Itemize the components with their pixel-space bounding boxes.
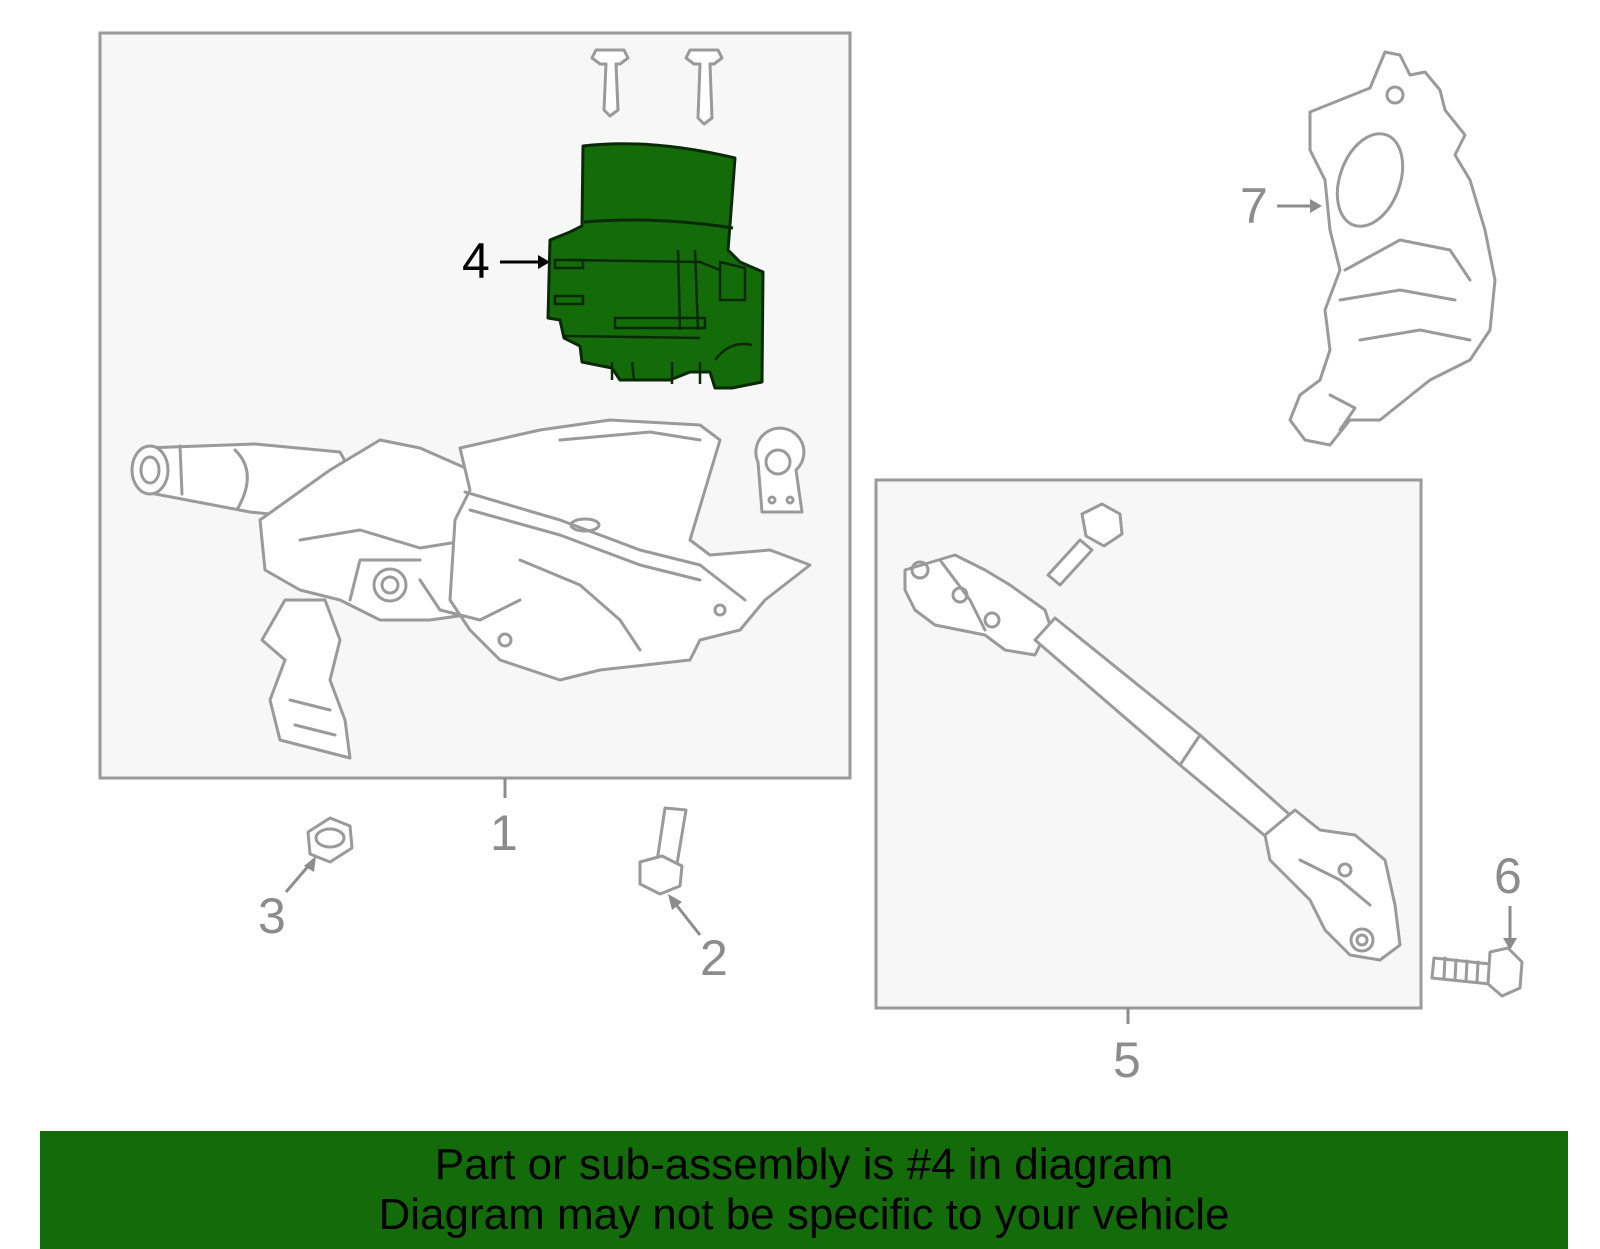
steering-column-drawing (130, 418, 812, 760)
callout-5: 5 (1113, 1032, 1141, 1088)
leader-2 (668, 894, 702, 936)
leader-7 (1277, 199, 1322, 213)
column-assembly-box (98, 31, 852, 780)
top-bolt-right (684, 48, 724, 126)
notice-line-2: Diagram may not be specific to your vehi… (378, 1190, 1230, 1239)
notice-banner: Part or sub-assembly is #4 in diagram Di… (40, 1131, 1568, 1249)
callout-6: 6 (1494, 848, 1522, 904)
callout-4: 4 (462, 233, 490, 289)
notice-line-1: Part or sub-assembly is #4 in diagram (434, 1140, 1174, 1189)
part-3-nut (306, 816, 354, 864)
part-4-highlighted (546, 142, 765, 390)
callout-1: 1 (490, 805, 518, 861)
part-7-drawing (1288, 50, 1497, 447)
intermediate-shaft-drawing (903, 502, 1402, 962)
leader-4 (500, 255, 550, 269)
leader-3 (284, 856, 316, 893)
callout-7: 7 (1240, 178, 1268, 234)
part-6-bolt (1430, 946, 1524, 998)
part-2-bolt (638, 806, 688, 896)
top-bolt-left (590, 48, 630, 118)
callout-2: 2 (700, 930, 728, 986)
callout-3: 3 (258, 888, 286, 944)
leader-6 (1503, 906, 1517, 950)
